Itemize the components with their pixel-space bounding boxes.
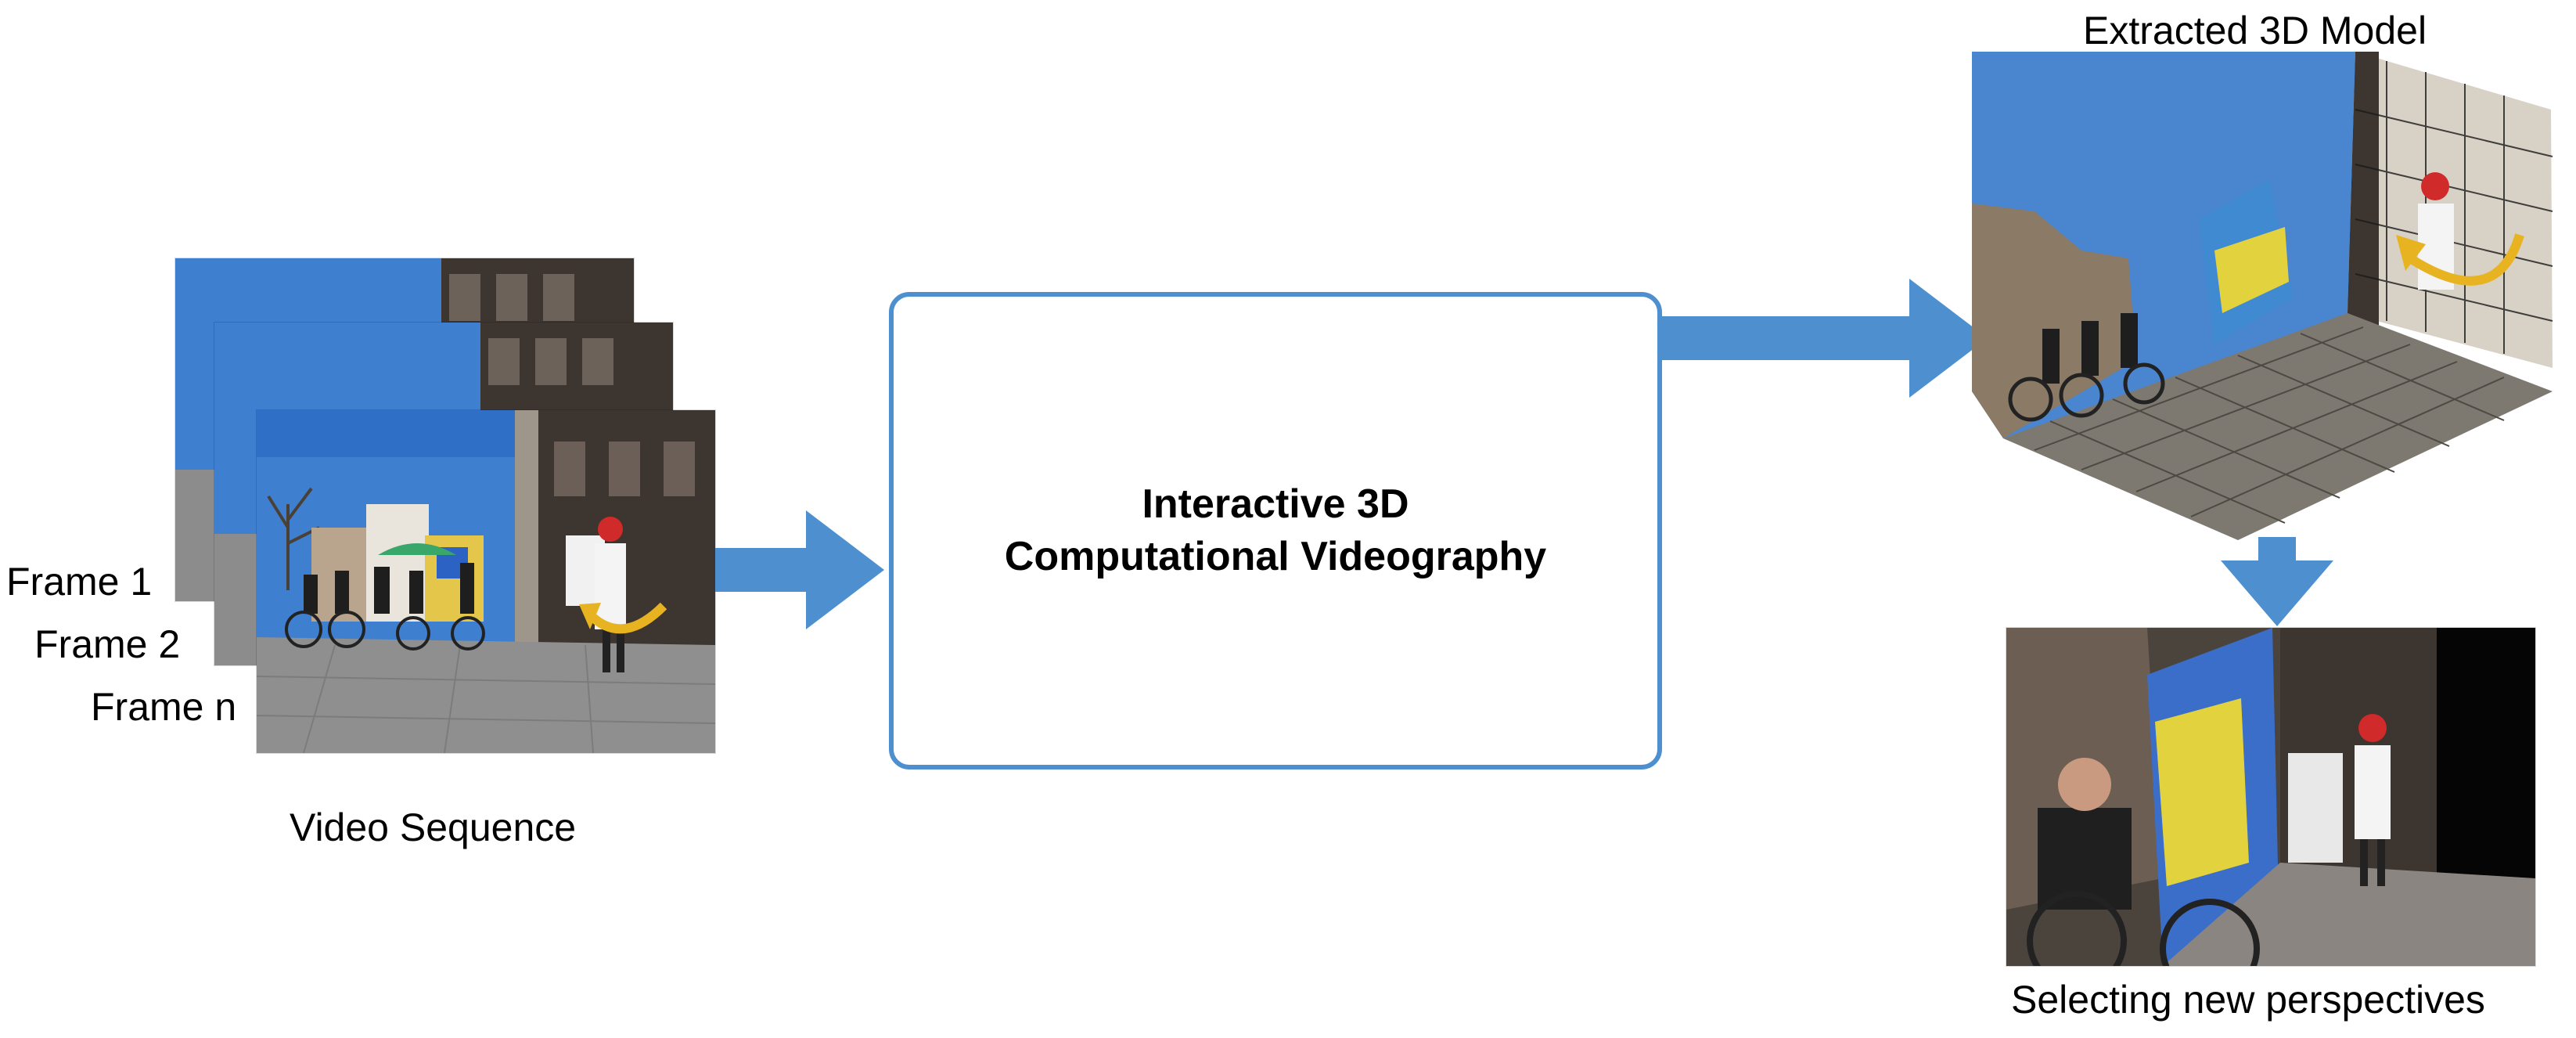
- new-perspective-image: [2006, 628, 2535, 966]
- video-frame-n-image: [257, 410, 715, 753]
- frame-label-2: Frame 2: [34, 625, 192, 664]
- process-title: Interactive 3D Computational Videography: [1005, 478, 1546, 582]
- process-box: Interactive 3D Computational Videography: [889, 292, 1662, 769]
- process-title-line-2: Computational Videography: [1004, 534, 1547, 579]
- street-scene-graphic: [257, 410, 715, 753]
- model-caption: Extracted 3D Model: [2083, 9, 2427, 52]
- frame-label-n: Frame n: [91, 687, 240, 726]
- street-scene-graphic: [2006, 628, 2535, 966]
- process-title-line-1: Interactive 3D: [1142, 481, 1409, 528]
- video-sequence-caption: Video Sequence: [290, 806, 577, 849]
- arrow-down-icon: [2221, 537, 2333, 626]
- frame-label-1: Frame 1: [6, 562, 162, 601]
- arrow-right-icon: [715, 510, 884, 629]
- result-caption: Selecting new perspectives: [2011, 978, 2485, 1022]
- arrow-right-icon: [1662, 279, 1988, 398]
